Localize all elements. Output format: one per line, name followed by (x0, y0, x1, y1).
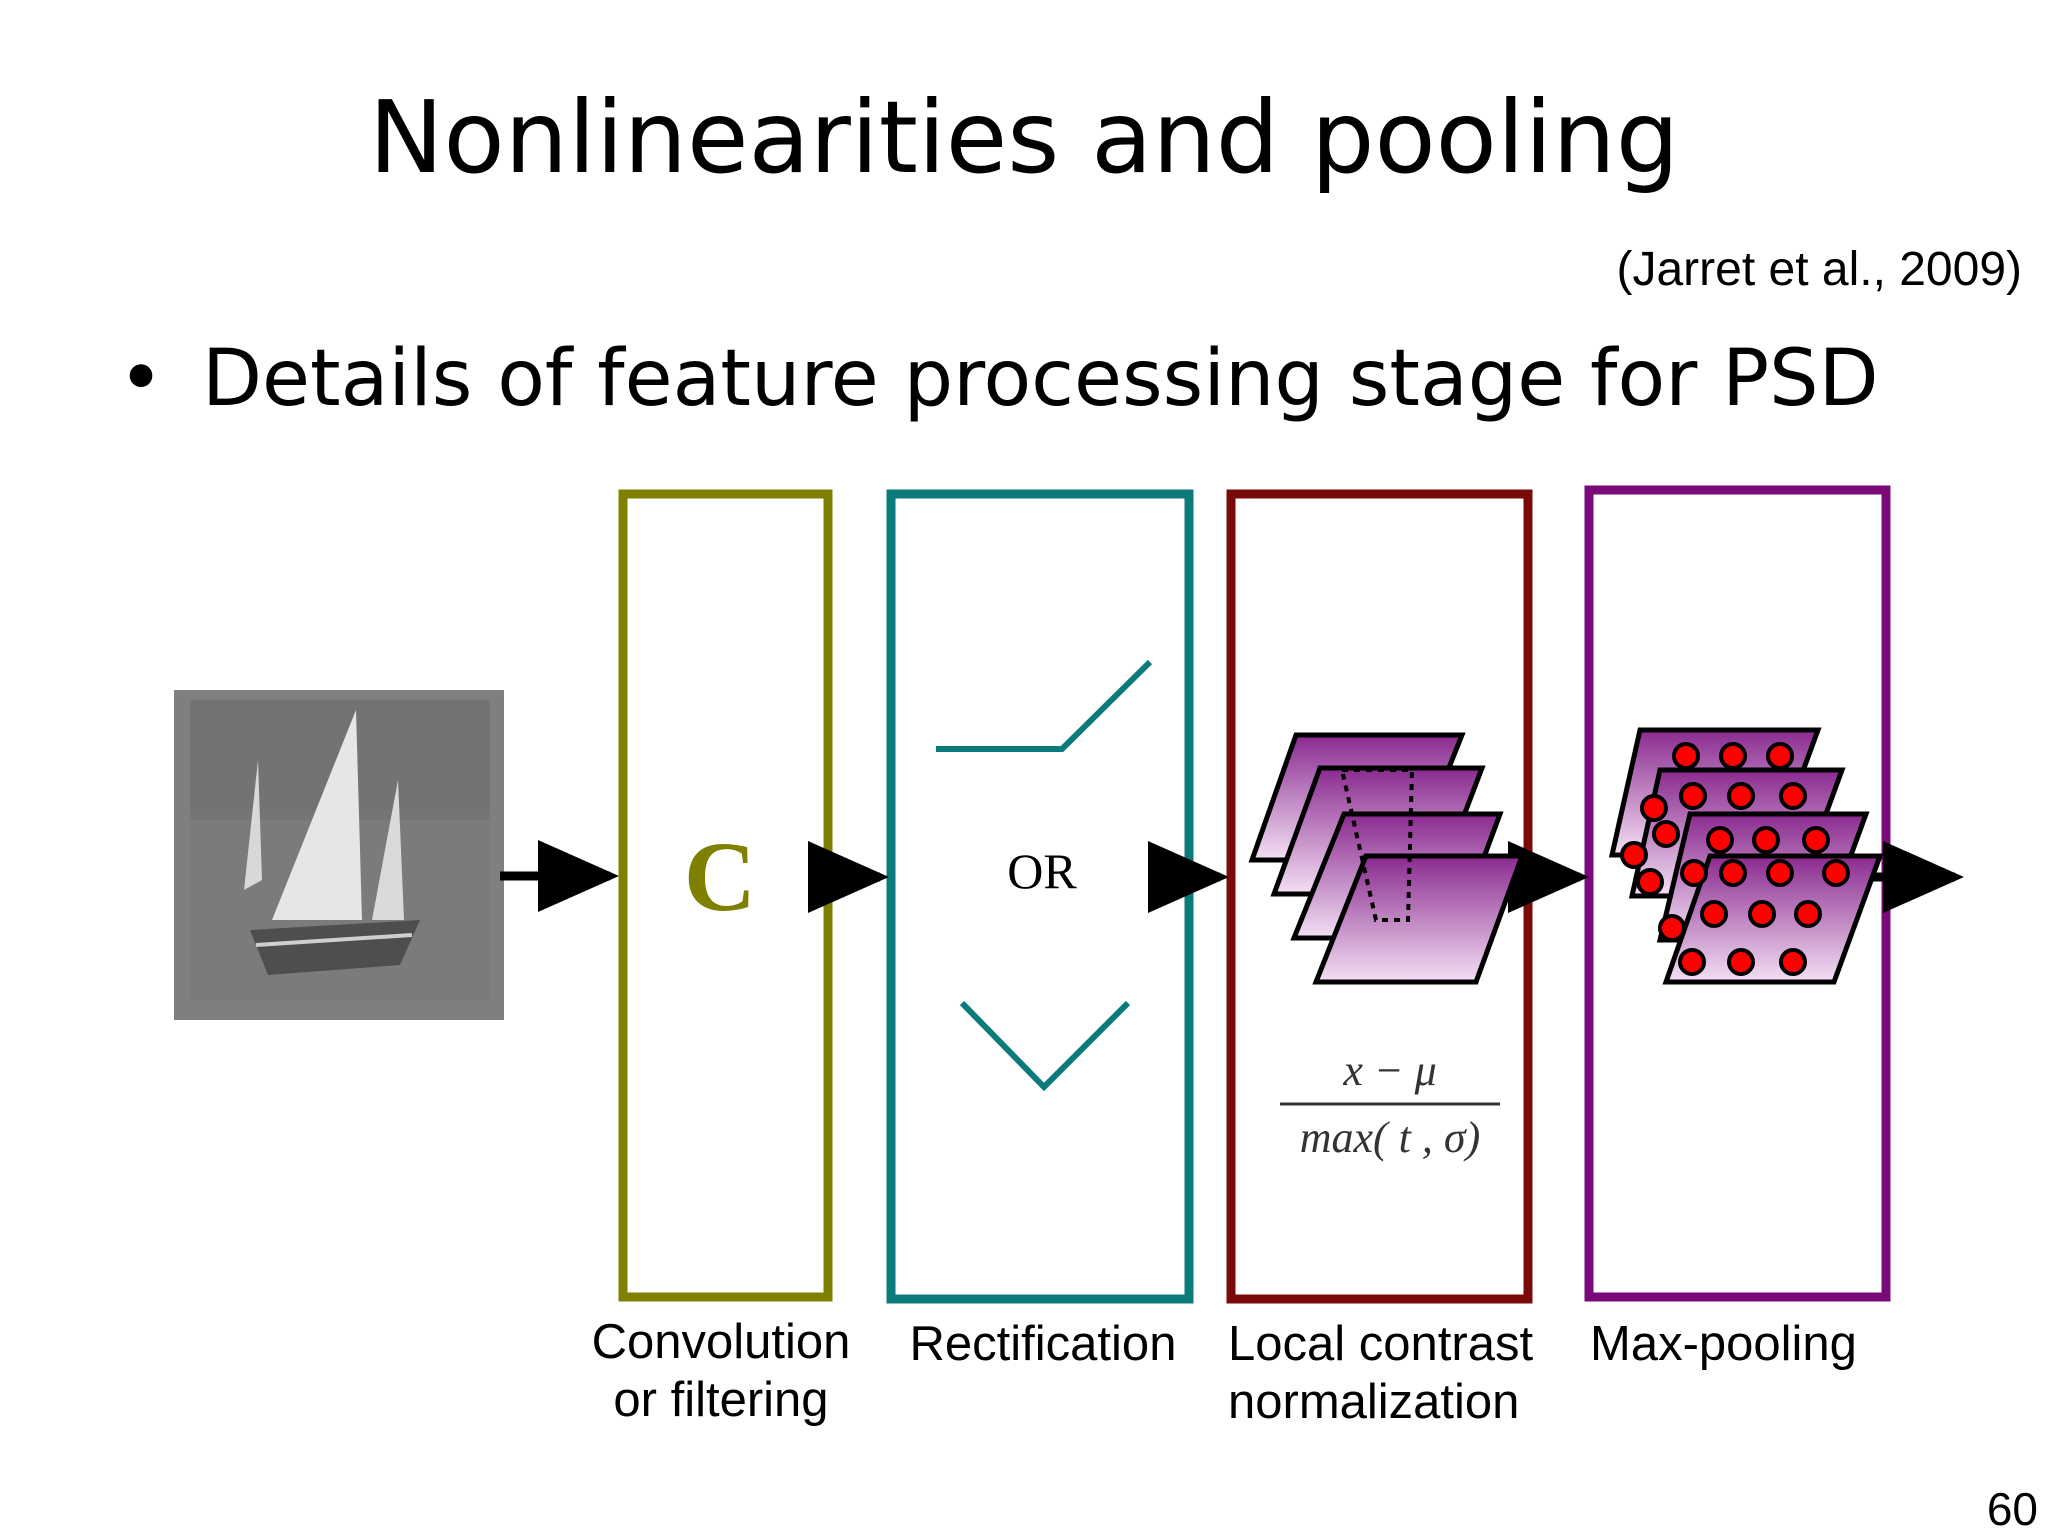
or-text: OR (1007, 843, 1077, 899)
bullet-item: •Details of feature processing stage for… (118, 340, 1879, 418)
normalization-feature-maps (1248, 732, 1526, 985)
pooling-label-line1: Max-pooling (1590, 1317, 1857, 1371)
normalization-label-line1: Local contrast (1228, 1317, 1534, 1371)
convolution-symbol: C (684, 821, 756, 932)
convolution-label: Convolution or filtering (586, 1313, 856, 1429)
pooling-max-dots (1620, 742, 1850, 976)
normalization-label: Local contrast normalization (1228, 1315, 1558, 1431)
rectification-label: Rectification (898, 1315, 1188, 1373)
flow-arrows (500, 840, 1964, 913)
bullet-dot-icon: • (118, 334, 165, 424)
rectification-label-line1: Rectification (909, 1317, 1177, 1371)
pooling-label: Max-pooling (1590, 1315, 1890, 1373)
formula-numerator: x − μ (1342, 1046, 1436, 1095)
convolution-label-line1: Convolution (591, 1315, 851, 1369)
slide-title: Nonlinearities and pooling (368, 79, 1680, 196)
abs-rectifier-curve-top (936, 659, 1153, 752)
bullet-text: Details of feature processing stage for … (202, 334, 1879, 424)
pooling-feature-maps (1608, 727, 1884, 985)
input-image (174, 690, 504, 1020)
convolution-label-line2: or filtering (613, 1373, 829, 1427)
page-number: 60 (1986, 1483, 2038, 1535)
normalization-label-line2: normalization (1228, 1375, 1520, 1429)
citation: (Jarret et al., 2009) (1616, 243, 2022, 296)
abs-rectifier-curve-bottom (959, 1000, 1131, 1092)
formula-denominator: max( t , σ) (1300, 1113, 1481, 1162)
